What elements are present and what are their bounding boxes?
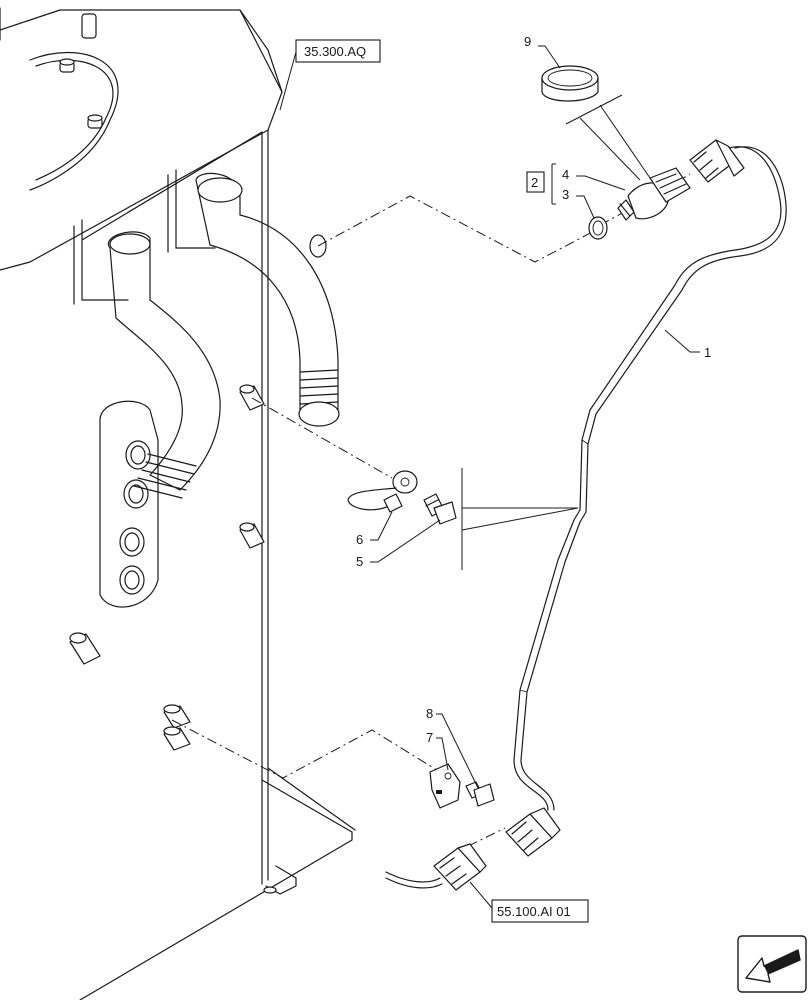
mating-connector — [385, 843, 487, 891]
callout-9: 9 — [524, 34, 531, 49]
harness-connector-top — [689, 139, 745, 183]
callout-labels: 9 4 3 1 6 5 8 7 2 — [356, 34, 711, 745]
callout-1: 1 — [704, 345, 711, 360]
clamp-bolt — [423, 493, 457, 525]
ref-label-top[interactable]: 35.300.AQ — [304, 44, 366, 59]
callout-2: 2 — [531, 175, 538, 190]
hose-corrugation-right — [298, 369, 340, 427]
arrow-back-icon[interactable] — [737, 935, 807, 993]
kit-box — [526, 171, 545, 193]
callout-5: 5 — [356, 554, 363, 569]
hose-corrugation-left — [133, 453, 197, 499]
harness-connector-bottom — [505, 807, 561, 857]
callout-3: 3 — [562, 187, 569, 202]
ref-35-300-aq[interactable]: 35.300.AQ — [295, 39, 381, 63]
stud-4 — [163, 704, 191, 729]
protective-sleeve — [541, 65, 599, 102]
callout-8: 8 — [426, 706, 433, 721]
callout-7: 7 — [426, 730, 433, 745]
port-4 — [119, 565, 145, 595]
wiring-harness — [513, 146, 787, 811]
ref-label-bottom[interactable]: 55.100.AI 01 — [497, 904, 571, 919]
stud-5 — [163, 726, 191, 751]
callout-4: 4 — [562, 167, 569, 182]
temperature-sensor — [617, 167, 691, 221]
mounting-bracket — [429, 763, 461, 809]
bracket-bolt — [465, 781, 495, 807]
stud-3 — [69, 632, 101, 665]
o-ring — [588, 216, 608, 240]
cable-clamp — [347, 470, 418, 513]
leader-lines — [279, 45, 700, 909]
tank-assembly — [0, 7, 356, 1000]
port-3 — [119, 527, 145, 557]
stud-2 — [239, 522, 265, 549]
port-2 — [123, 479, 149, 509]
ref-55-100-ai-01[interactable]: 55.100.AI 01 — [491, 899, 589, 923]
port-1 — [125, 440, 151, 470]
callout-6: 6 — [356, 532, 363, 547]
stud-1 — [239, 384, 265, 411]
